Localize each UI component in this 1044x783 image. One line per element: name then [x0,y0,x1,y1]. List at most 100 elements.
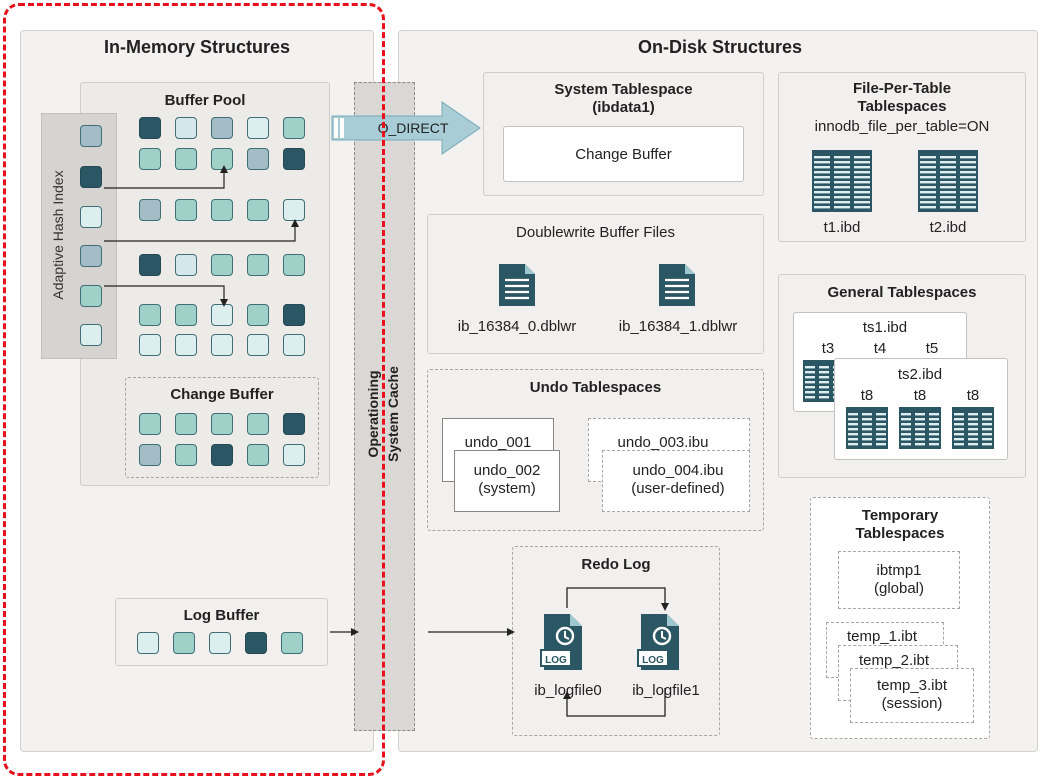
log-buffer-title: Log Buffer [183,607,260,624]
temp-1-label: temp_1.ibt [846,628,918,645]
file-per-table-title: File-Per-Table Tablespaces [778,80,1026,116]
buffer-pool-page [247,117,269,139]
change-buffer-page [211,444,233,466]
temp-3-sub: (session) [881,695,943,712]
temporary-title-line2: Tablespaces [855,525,945,542]
buffer-pool-page [175,117,197,139]
change-buffer-page [247,444,269,466]
buffer-pool-page [211,334,233,356]
file-per-table-setting: innodb_file_per_table=ON [814,118,990,135]
hash-index-entry [80,324,102,346]
log-file-icon: LOG [637,614,679,670]
undo-001-label: undo_001 [464,434,532,451]
undo-002-sub: (system) [478,480,536,497]
system-change-buffer-label: Change Buffer [575,146,672,163]
ibtmp1-sub: (global) [873,580,925,597]
undo-004-label: undo_004.ibu (user-defined) [602,462,754,498]
undo-004-sub: (user-defined) [631,480,725,497]
t2-label: t2.ibd [929,219,967,236]
buffer-pool-page [283,254,305,276]
ts2-table-1: t8 [913,387,927,404]
log-file-icon: LOG [540,614,582,670]
undo-003-label: undo_003.ibu [617,434,709,451]
document-icon [659,264,695,306]
o-direct-label: O_DIRECT [377,120,449,136]
system-tablespace-title-line2: (ibdata1) [592,99,655,116]
ibtmp1-box [838,551,960,609]
undo-002-name: undo_002 [473,462,541,479]
system-change-buffer-box [503,126,744,182]
log-file-icon-label: LOG [642,655,664,666]
buffer-pool-page [283,334,305,356]
doublewrite-box [427,214,764,354]
table-icon-t8 [846,407,888,454]
log-buffer-page [245,632,267,654]
log-buffer-page [209,632,231,654]
buffer-pool-page [211,304,233,326]
ts1-table-t4: t4 [873,340,887,357]
dblwr-file-1: ib_16384_1.dblwr [618,318,738,335]
redo-log-title: Redo Log [581,556,651,573]
table-icon-t8 [952,407,994,454]
hash-index-entry [80,245,102,267]
change-buffer-page [175,444,197,466]
hash-index-entry [80,285,102,307]
ts1-table-t5: t5 [925,340,939,357]
undo-tablespaces-title: Undo Tablespaces [529,379,662,396]
buffer-pool-page [283,117,305,139]
ts2-table-2: t8 [966,387,980,404]
buffer-pool-page [283,148,305,170]
temp-3-name: temp_3.ibt [876,677,948,694]
in-memory-highlight [3,3,385,776]
temp-2-label: temp_2.ibt [858,652,930,669]
table-icon-t2 [918,150,978,217]
buffer-pool-page [211,199,233,221]
ts1-name: ts1.ibd [862,319,908,336]
buffer-pool-page [211,117,233,139]
undo-004-name: undo_004.ibu [632,462,724,479]
buffer-pool-page [283,199,305,221]
change-buffer-page [139,413,161,435]
buffer-pool-page [139,304,161,326]
buffer-pool-page [211,254,233,276]
o-direct-arrow [331,101,481,155]
log-buffer-page [137,632,159,654]
redo-cycle-arrows [563,587,669,717]
buffer-pool-page [175,148,197,170]
buffer-pool-page [247,304,269,326]
change-buffer-page [283,444,305,466]
buffer-pool-page [175,334,197,356]
adaptive-hash-index [41,113,117,359]
buffer-pool-page [175,304,197,326]
ibtmp1-name: ibtmp1 [876,562,922,579]
dblwr-file-0: ib_16384_0.dblwr [457,318,577,335]
buffer-pool-page [175,254,197,276]
hash-index-entry [80,125,102,147]
undo-004-box [602,450,750,512]
buffer-pool-page [247,199,269,221]
change-buffer-page [211,413,233,435]
logfile-1-label: ib_logfile1 [632,682,700,699]
buffer-pool-page [139,199,161,221]
change-buffer-page [283,413,305,435]
file-per-table-title-line2: Tablespaces [857,98,947,115]
buffer-pool-page [175,199,197,221]
log-buffer-page [281,632,303,654]
buffer-pool-page [139,148,161,170]
table-icon-t1 [812,150,872,217]
buffer-pool-page [247,148,269,170]
temp-3-label: temp_3.ibt (session) [850,677,974,713]
doublewrite-title: Doublewrite Buffer Files [516,224,675,241]
on-disk-title: On-Disk Structures [637,37,803,57]
ts2-name: ts2.ibd [897,366,943,383]
ibtmp1-label: ibtmp1 (global) [838,562,960,598]
table-icon-t8 [899,407,941,454]
document-icon [499,264,535,306]
undo-002-box [454,450,560,512]
general-tablespaces-title: General Tablespaces [827,284,977,301]
memory-change-buffer-title: Change Buffer [170,386,274,403]
logfile-0-label: ib_logfile0 [534,682,602,699]
temp-3-box [850,668,974,723]
change-buffer-page [139,444,161,466]
